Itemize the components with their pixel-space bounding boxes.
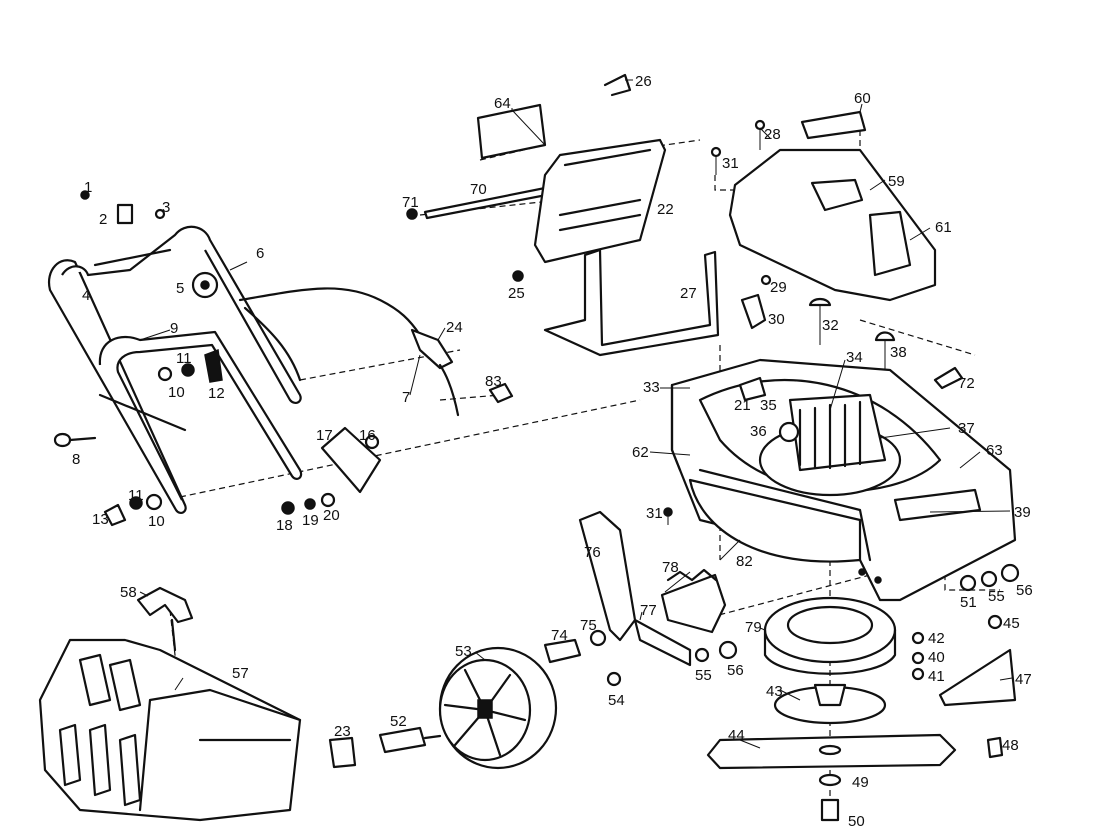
callout-label: 28 <box>764 126 781 143</box>
callout-label: 55 <box>988 588 1005 605</box>
callout-label: 56 <box>1016 582 1033 599</box>
callout-label: 50 <box>848 813 865 827</box>
callout-label: 77 <box>640 602 657 619</box>
callout-label: 72 <box>958 375 975 392</box>
blade-assembly <box>706 563 1020 822</box>
callout-label: 5 <box>176 280 184 297</box>
callout-label: 53 <box>455 643 472 660</box>
grass-box <box>38 586 357 822</box>
callout-label: 9 <box>170 320 178 337</box>
callout-label: 49 <box>852 774 869 791</box>
callout-label: 62 <box>632 444 649 461</box>
callout-label: 31 <box>722 155 739 172</box>
callout-label: 11 <box>176 350 192 367</box>
callout-label: 25 <box>508 285 525 302</box>
callout-label: 11 <box>128 487 144 504</box>
callout-label: 57 <box>232 665 249 682</box>
callout-label: 71 <box>402 194 419 211</box>
callout-label: 38 <box>890 344 907 361</box>
callout-label: 43 <box>766 683 783 700</box>
handle-assembly <box>47 190 514 527</box>
callout-label: 70 <box>470 181 487 198</box>
callout-label: 64 <box>494 95 511 112</box>
callout-label: 12 <box>208 385 225 402</box>
callout-label: 54 <box>608 692 625 709</box>
callout-label: 1 <box>84 179 92 196</box>
callout-label: 22 <box>657 201 674 218</box>
callout-label: 29 <box>770 279 787 296</box>
callout-label: 3 <box>162 199 170 216</box>
callout-label: 32 <box>822 317 839 334</box>
callout-label: 36 <box>750 423 767 440</box>
callout-label: 76 <box>584 544 601 561</box>
callout-label: 48 <box>1002 737 1019 754</box>
callout-label: 37 <box>958 420 975 437</box>
wheel-assembly <box>378 510 738 770</box>
callout-label: 51 <box>960 594 977 611</box>
callout-label: 82 <box>736 553 753 570</box>
callout-label: 18 <box>276 517 293 534</box>
callout-label: 60 <box>854 90 871 107</box>
deck-housing <box>663 358 1017 602</box>
callout-label: 47 <box>1015 671 1032 688</box>
callout-label: 20 <box>323 507 340 524</box>
callout-label: 6 <box>256 245 264 262</box>
callout-label: 45 <box>1003 615 1020 632</box>
callout-label: 58 <box>120 584 137 601</box>
callout-label: 17 <box>316 427 333 444</box>
callout-label: 31 <box>646 505 663 522</box>
callout-label: 33 <box>643 379 660 396</box>
callout-label: 10 <box>168 384 185 401</box>
callout-label: 23 <box>334 723 351 740</box>
callout-label: 52 <box>390 713 407 730</box>
callout-label: 24 <box>446 319 463 336</box>
callout-label: 44 <box>728 727 745 744</box>
callout-label: 42 <box>928 630 945 647</box>
leader-lines <box>139 79 1013 749</box>
callout-label: 26 <box>635 73 652 90</box>
callout-label: 27 <box>680 285 697 302</box>
callout-label: 63 <box>986 442 1003 459</box>
callout-label: 4 <box>82 287 90 304</box>
callout-label: 83 <box>485 373 502 390</box>
callout-label: 2 <box>99 211 107 228</box>
callout-label: 19 <box>302 512 319 529</box>
callout-label: 30 <box>768 311 785 328</box>
callout-label: 75 <box>580 617 597 634</box>
callout-label: 56 <box>727 662 744 679</box>
callout-label: 79 <box>745 619 762 636</box>
callout-label: 7 <box>402 389 410 406</box>
callout-label: 10 <box>148 513 165 530</box>
callout-label: 8 <box>72 451 80 468</box>
callout-label: 59 <box>888 173 905 190</box>
upper-parts <box>406 73 964 390</box>
callout-label: 78 <box>662 559 679 576</box>
callout-label: 16 <box>359 427 376 444</box>
callout-labels: 1 2 3 4 5 6 9 11 10 12 8 7 24 83 17 16 1… <box>72 73 1033 827</box>
callout-label: 21 <box>734 397 751 414</box>
callout-label: 61 <box>935 219 952 236</box>
callout-label: 74 <box>551 627 568 644</box>
callout-label: 13 <box>92 511 109 528</box>
callout-label: 35 <box>760 397 777 414</box>
callout-label: 34 <box>846 349 863 366</box>
callout-label: 41 <box>928 668 945 685</box>
callout-label: 55 <box>695 667 712 684</box>
callout-label: 40 <box>928 649 945 666</box>
callout-label: 39 <box>1014 504 1031 521</box>
